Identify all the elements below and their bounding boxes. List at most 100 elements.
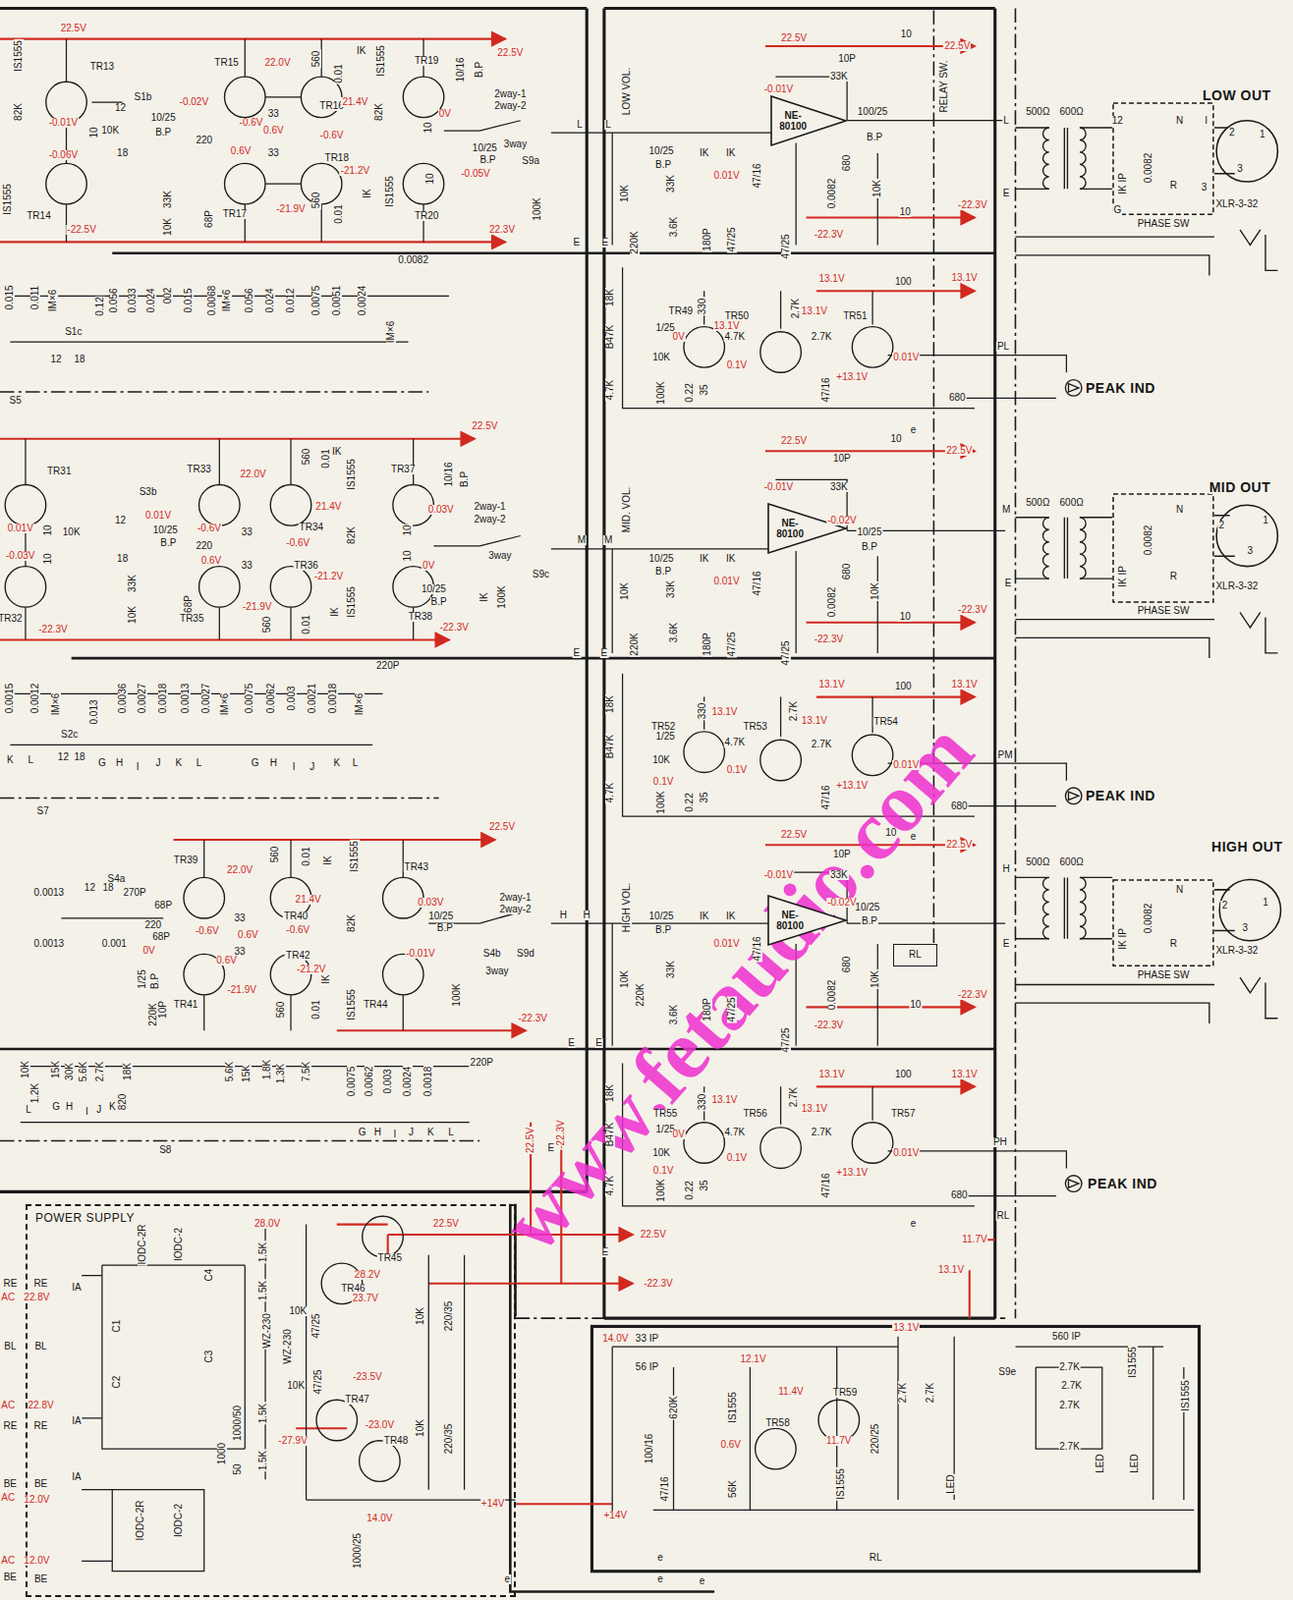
voltage-label: +14V — [602, 1511, 628, 1521]
component-value: 47/25 — [727, 631, 737, 659]
component-value: E — [594, 1038, 604, 1049]
component-value: TR55 — [652, 1109, 678, 1120]
component-value: 10K — [20, 1060, 31, 1080]
transistor-symbol — [683, 731, 726, 774]
component-value: B.P — [654, 925, 673, 936]
opamp-triangle: NE- 80100 — [770, 95, 847, 147]
voltage-label: 0V — [672, 332, 686, 342]
voltage-label: 22.5V — [780, 33, 808, 44]
component-value: 47/16 — [752, 162, 763, 189]
component-value: 1 — [1261, 898, 1270, 908]
component-value: 0.011 — [30, 284, 41, 311]
component-value: E — [572, 648, 582, 659]
transistor-symbol — [383, 954, 425, 996]
component-value: 2 — [1218, 520, 1227, 531]
component-value: IS1555 — [836, 1467, 846, 1502]
voltage-label: -0.02V — [826, 515, 857, 526]
frame-line — [591, 1326, 1199, 1572]
component-value: BL — [33, 1342, 48, 1352]
component-value: S1b — [133, 92, 154, 103]
component-value: 10 — [425, 171, 436, 185]
component-value: e — [698, 1576, 707, 1587]
component-value: 47/25 — [781, 233, 791, 261]
component-value: 0.01 — [311, 1000, 322, 1021]
component-value: B.P — [860, 916, 879, 927]
component-value: PL — [996, 341, 1011, 352]
voltage-label: -22.3V — [37, 624, 68, 635]
component-value: 2.7K — [788, 1085, 799, 1109]
node-text: NE- 80100 — [775, 110, 811, 132]
component-value: 0.012 — [285, 287, 296, 315]
voltage-label: 22.8V — [26, 1401, 55, 1411]
component-value: TR56 — [741, 1109, 768, 1120]
component-value: K — [108, 1102, 117, 1113]
wire — [265, 1225, 515, 1501]
component-value: 3way — [484, 966, 509, 977]
component-value: 560 — [311, 190, 322, 210]
component-value: IS1555 — [349, 841, 360, 875]
transformer-coil — [1014, 127, 1113, 940]
supply-rail — [806, 621, 975, 624]
component-value: 5.6K — [224, 1060, 235, 1083]
node-text: PHASE SW — [1112, 605, 1215, 617]
component-value: 12 — [113, 515, 127, 526]
component-value: 0.0036 — [117, 682, 128, 716]
transistor-symbol — [4, 485, 47, 527]
component-value: TR32 — [0, 614, 24, 624]
transistor-symbol — [760, 1127, 802, 1170]
phase-switch-outline — [1113, 103, 1214, 215]
voltage-label: -0.02V — [826, 898, 857, 908]
component-value: 0.0082 — [396, 255, 430, 266]
voltage-label: -0.01V — [763, 482, 794, 493]
voltage-label: 13.1V — [712, 321, 740, 332]
component-value: TR18 — [324, 153, 350, 164]
component-value: 1000 — [217, 1442, 227, 1466]
voltage-label: 0.1V — [726, 360, 749, 371]
component-value: L — [24, 1105, 33, 1116]
voltage-label: 28.0V — [253, 1219, 282, 1230]
component-value: TR41 — [172, 1000, 199, 1011]
supply-rail — [0, 638, 450, 641]
voltage-label: -0.6V — [319, 130, 345, 141]
component-value: 12 — [83, 883, 97, 894]
component-value: J — [95, 1105, 103, 1116]
component-value: 10P — [832, 453, 852, 464]
voltage-label: -0.01V — [763, 84, 794, 95]
component-value: 10K — [651, 1148, 672, 1159]
component-value: 0.01 — [301, 846, 312, 868]
component-value: 2way-1 — [493, 89, 527, 100]
component-value: RELAY SW. — [939, 59, 950, 114]
component-value: LED — [946, 1474, 956, 1496]
component-value: IK — [323, 854, 334, 866]
component-value: 47/16 — [821, 785, 832, 812]
transformer-coil — [1043, 127, 1087, 189]
component-value: I — [393, 1129, 398, 1140]
voltage-label: -0.01V — [763, 870, 794, 881]
transistor-symbol — [224, 163, 267, 205]
component-value: 10K — [415, 1418, 426, 1439]
voltage-label: -22.3V — [956, 200, 988, 211]
frame-line — [0, 7, 1199, 1572]
component-value: 560 — [301, 448, 312, 467]
component-value: 0.0021 — [307, 682, 318, 716]
component-value: IS1555 — [1127, 1346, 1138, 1380]
component-value: IK — [331, 447, 342, 457]
voltage-label: 21.4V — [314, 502, 342, 512]
component-value: 2.7K — [898, 1381, 908, 1405]
component-value: H — [582, 910, 592, 921]
voltage-label: 22.0V — [239, 469, 268, 480]
voltage-label: 28.2V — [353, 1270, 382, 1281]
component-value: N — [1175, 885, 1184, 896]
component-value: 18K — [122, 1062, 133, 1082]
xlr-connector — [1214, 120, 1282, 942]
relay-coil: RL — [893, 944, 938, 967]
supply-rail — [0, 39, 996, 1506]
component-value: 2.7K — [1058, 1362, 1081, 1373]
voltage-label: 13.1V — [800, 306, 829, 317]
component-value: 0.0082 — [827, 586, 838, 619]
component-value: B47K — [605, 1122, 616, 1148]
voltage-label: -21.2V — [295, 964, 327, 975]
component-value: S3b — [138, 487, 159, 498]
component-value: TR57 — [890, 1109, 916, 1120]
component-value: J — [407, 1127, 415, 1138]
